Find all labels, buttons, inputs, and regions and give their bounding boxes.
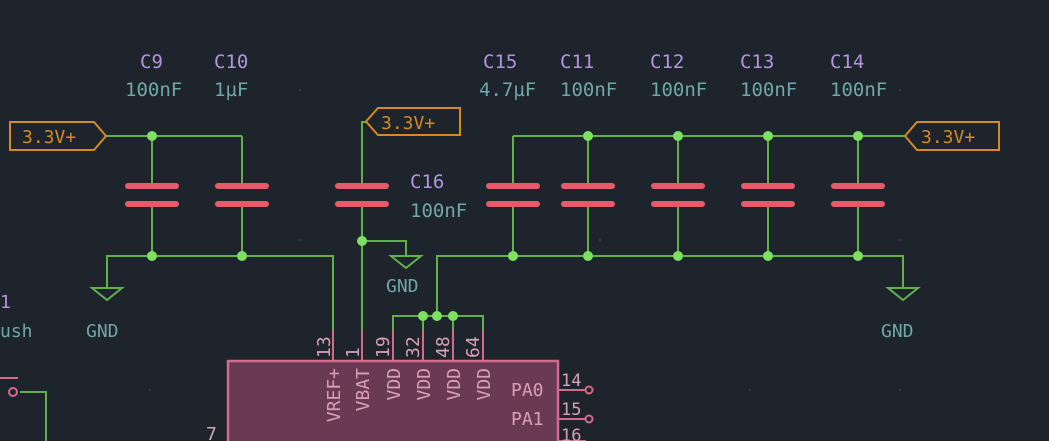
pin-name: VDD: [384, 368, 405, 401]
capacitor-symbols: [125, 183, 885, 207]
capacitor-c13[interactable]: [741, 183, 795, 207]
pin-number: 1: [343, 347, 364, 358]
ground-label: GND: [86, 321, 119, 342]
pin-name: PA1: [511, 409, 544, 430]
partial-ref: 1: [0, 292, 11, 313]
pin-number: 32: [403, 336, 424, 358]
power-flag-label: 3.3V+: [22, 127, 76, 148]
pin-number: 13: [314, 336, 335, 358]
cap-value: 100nF: [410, 200, 467, 222]
cap-ref: C11: [560, 51, 594, 73]
pin-number: 14: [561, 371, 581, 391]
cap-value: 100nF: [125, 79, 182, 101]
ground-symbol-right[interactable]: GND: [881, 287, 921, 342]
partial-value: ush: [0, 321, 33, 342]
power-flag-middle[interactable]: 3.3V+: [364, 107, 461, 136]
pin-number: 64: [463, 336, 484, 358]
power-flag-label: 3.3V+: [921, 127, 975, 148]
power-flag-right[interactable]: 3.3V+: [903, 121, 1000, 151]
cap-ref: C9: [140, 51, 163, 73]
mcu-chip[interactable]: 13 1 19 32 48 64 VREF+ VBAT VDD VDD VDD …: [226, 330, 594, 441]
pin-name: VDD: [414, 368, 435, 401]
chip-body: [226, 359, 560, 441]
pin-number: 48: [433, 336, 454, 358]
capacitor-c9[interactable]: [125, 183, 179, 207]
cap-ref: C13: [740, 51, 774, 73]
pin-number: 16: [561, 426, 581, 441]
pin-name: PA0: [511, 380, 544, 401]
power-flag-left[interactable]: 3.3V+: [9, 121, 108, 151]
cap-value: 1µF: [214, 79, 248, 101]
cap-value: 100nF: [740, 79, 797, 101]
cap-ref: C14: [830, 51, 864, 73]
pin-number: 19: [373, 336, 394, 358]
pin-name: VBAT: [353, 368, 374, 412]
grid-dots: [149, 89, 901, 391]
capacitor-labels: C9 100nF C10 1µF C16 100nF C15 4.7µF C11…: [125, 51, 887, 222]
power-flag-label: 3.3V+: [381, 113, 435, 134]
capacitor-c11[interactable]: [561, 183, 615, 207]
cap-value: 4.7µF: [479, 79, 536, 101]
partial-left-component: 1 ush 7: [0, 292, 217, 441]
ground-label: GND: [881, 321, 914, 342]
pin-name: VDD: [444, 368, 465, 401]
partial-pin: 7: [206, 424, 217, 441]
ground-symbol-left[interactable]: GND: [86, 287, 125, 342]
cap-ref: C12: [650, 51, 684, 73]
capacitor-c12[interactable]: [651, 183, 705, 207]
cap-ref: C15: [483, 51, 517, 73]
ground-label: GND: [386, 276, 419, 297]
cap-value: 100nF: [830, 79, 887, 101]
capacitor-c14[interactable]: [831, 183, 885, 207]
cap-ref: C16: [410, 171, 444, 193]
pin-number: 15: [561, 400, 581, 420]
capacitor-c16[interactable]: [335, 183, 389, 207]
cap-value: 100nF: [650, 79, 707, 101]
pin-name: VREF+: [324, 368, 345, 422]
cap-ref: C10: [214, 51, 248, 73]
ground-symbol-middle[interactable]: GND: [386, 255, 424, 297]
capacitor-c15[interactable]: [486, 183, 540, 207]
cap-value: 100nF: [560, 79, 617, 101]
pin-name: VDD: [474, 368, 495, 401]
junctions: [147, 131, 863, 321]
capacitor-c10[interactable]: [215, 183, 269, 207]
